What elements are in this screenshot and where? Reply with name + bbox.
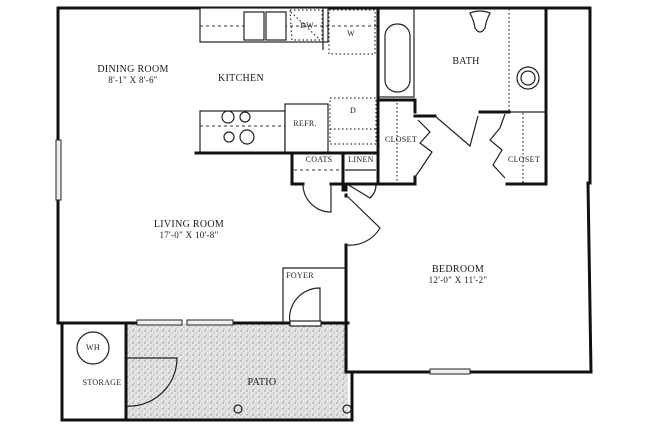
sliding-door-panel-left [136,319,183,326]
dining-room-label: DINING ROOM 8'-1" X 8'-6" [97,64,168,86]
bathroom [376,6,548,186]
front-door [288,287,321,326]
bedroom-label: BEDROOM 12'-0" X 11'-2" [429,264,488,286]
water-heater-label: WH [86,343,100,352]
linen-door [346,183,377,199]
window-bedroom [429,368,471,375]
foyer [282,267,345,327]
bath-name: BATH [452,56,480,67]
burner [223,131,235,143]
burner [221,110,235,124]
sink-round [516,66,540,90]
kitchen-upper-counter [199,7,378,55]
patio-area [126,323,348,420]
linen-name: LINEN [348,155,374,164]
window-dining [55,139,62,201]
sliding-door-panel-right [186,319,234,326]
bedroom-name: BEDROOM [431,264,485,275]
foyer-label: FOYER [286,271,314,280]
storage-label: STORAGE [83,378,122,387]
exterior-walls [56,6,593,422]
dryer-text: D [349,106,357,115]
dishwasher-text: DW [300,21,314,30]
sink [265,11,287,41]
washer-label: W [347,29,355,38]
foyer-name: FOYER [286,271,314,280]
closet-bath-name: CLOSET [384,135,418,144]
storage-name: STORAGE [82,378,122,387]
kitchen-label: KITCHEN [218,73,264,84]
patio-name: PATIO [247,377,277,388]
hall-closets [290,151,377,213]
living-room-dimensions: 17'-0" X 10'-8" [159,230,219,240]
coats-door [302,183,332,213]
closet-bath-label: CLOSET [385,135,417,144]
coats-name: COATS [305,155,333,164]
dining-room-name: DINING ROOM [97,64,169,75]
dining-room-dimensions: 8'-1" X 8'-6" [108,75,158,85]
storage-door [125,357,178,407]
refrigerator-label: REFR. [293,119,317,128]
kitchen-name: KITCHEN [218,73,264,84]
washer-text: W [347,29,355,38]
living-room-label: LIVING ROOM 17'-0" X 10'-8" [154,219,224,241]
burner [239,129,255,145]
water-heater-text: WH [86,343,100,352]
living-room-name: LIVING ROOM [153,219,225,230]
storage-room [76,331,352,414]
toilet [469,10,491,33]
kitchen-lower-counter [194,97,380,155]
closet-bedroom-name: CLOSET [507,155,541,164]
bedroom-dimensions: 12'-0" X 11'-2" [428,275,488,285]
patio-label: PATIO [248,377,277,388]
refrigerator [284,103,329,154]
dishwasher-label: DW [300,21,314,30]
bedroom-door [344,193,381,246]
sink [243,11,265,41]
water-heater [76,331,110,365]
patio-post [233,404,243,414]
burner [239,111,251,123]
coats-label: COATS [306,155,333,164]
bath-label: BATH [452,56,479,67]
linen-label: LINEN [348,155,374,164]
dryer-label: D [350,106,356,115]
patio-post [342,404,352,414]
refrigerator-text: REFR. [293,119,317,128]
closet-bedroom-label: CLOSET [508,155,540,164]
dryer [329,97,377,145]
